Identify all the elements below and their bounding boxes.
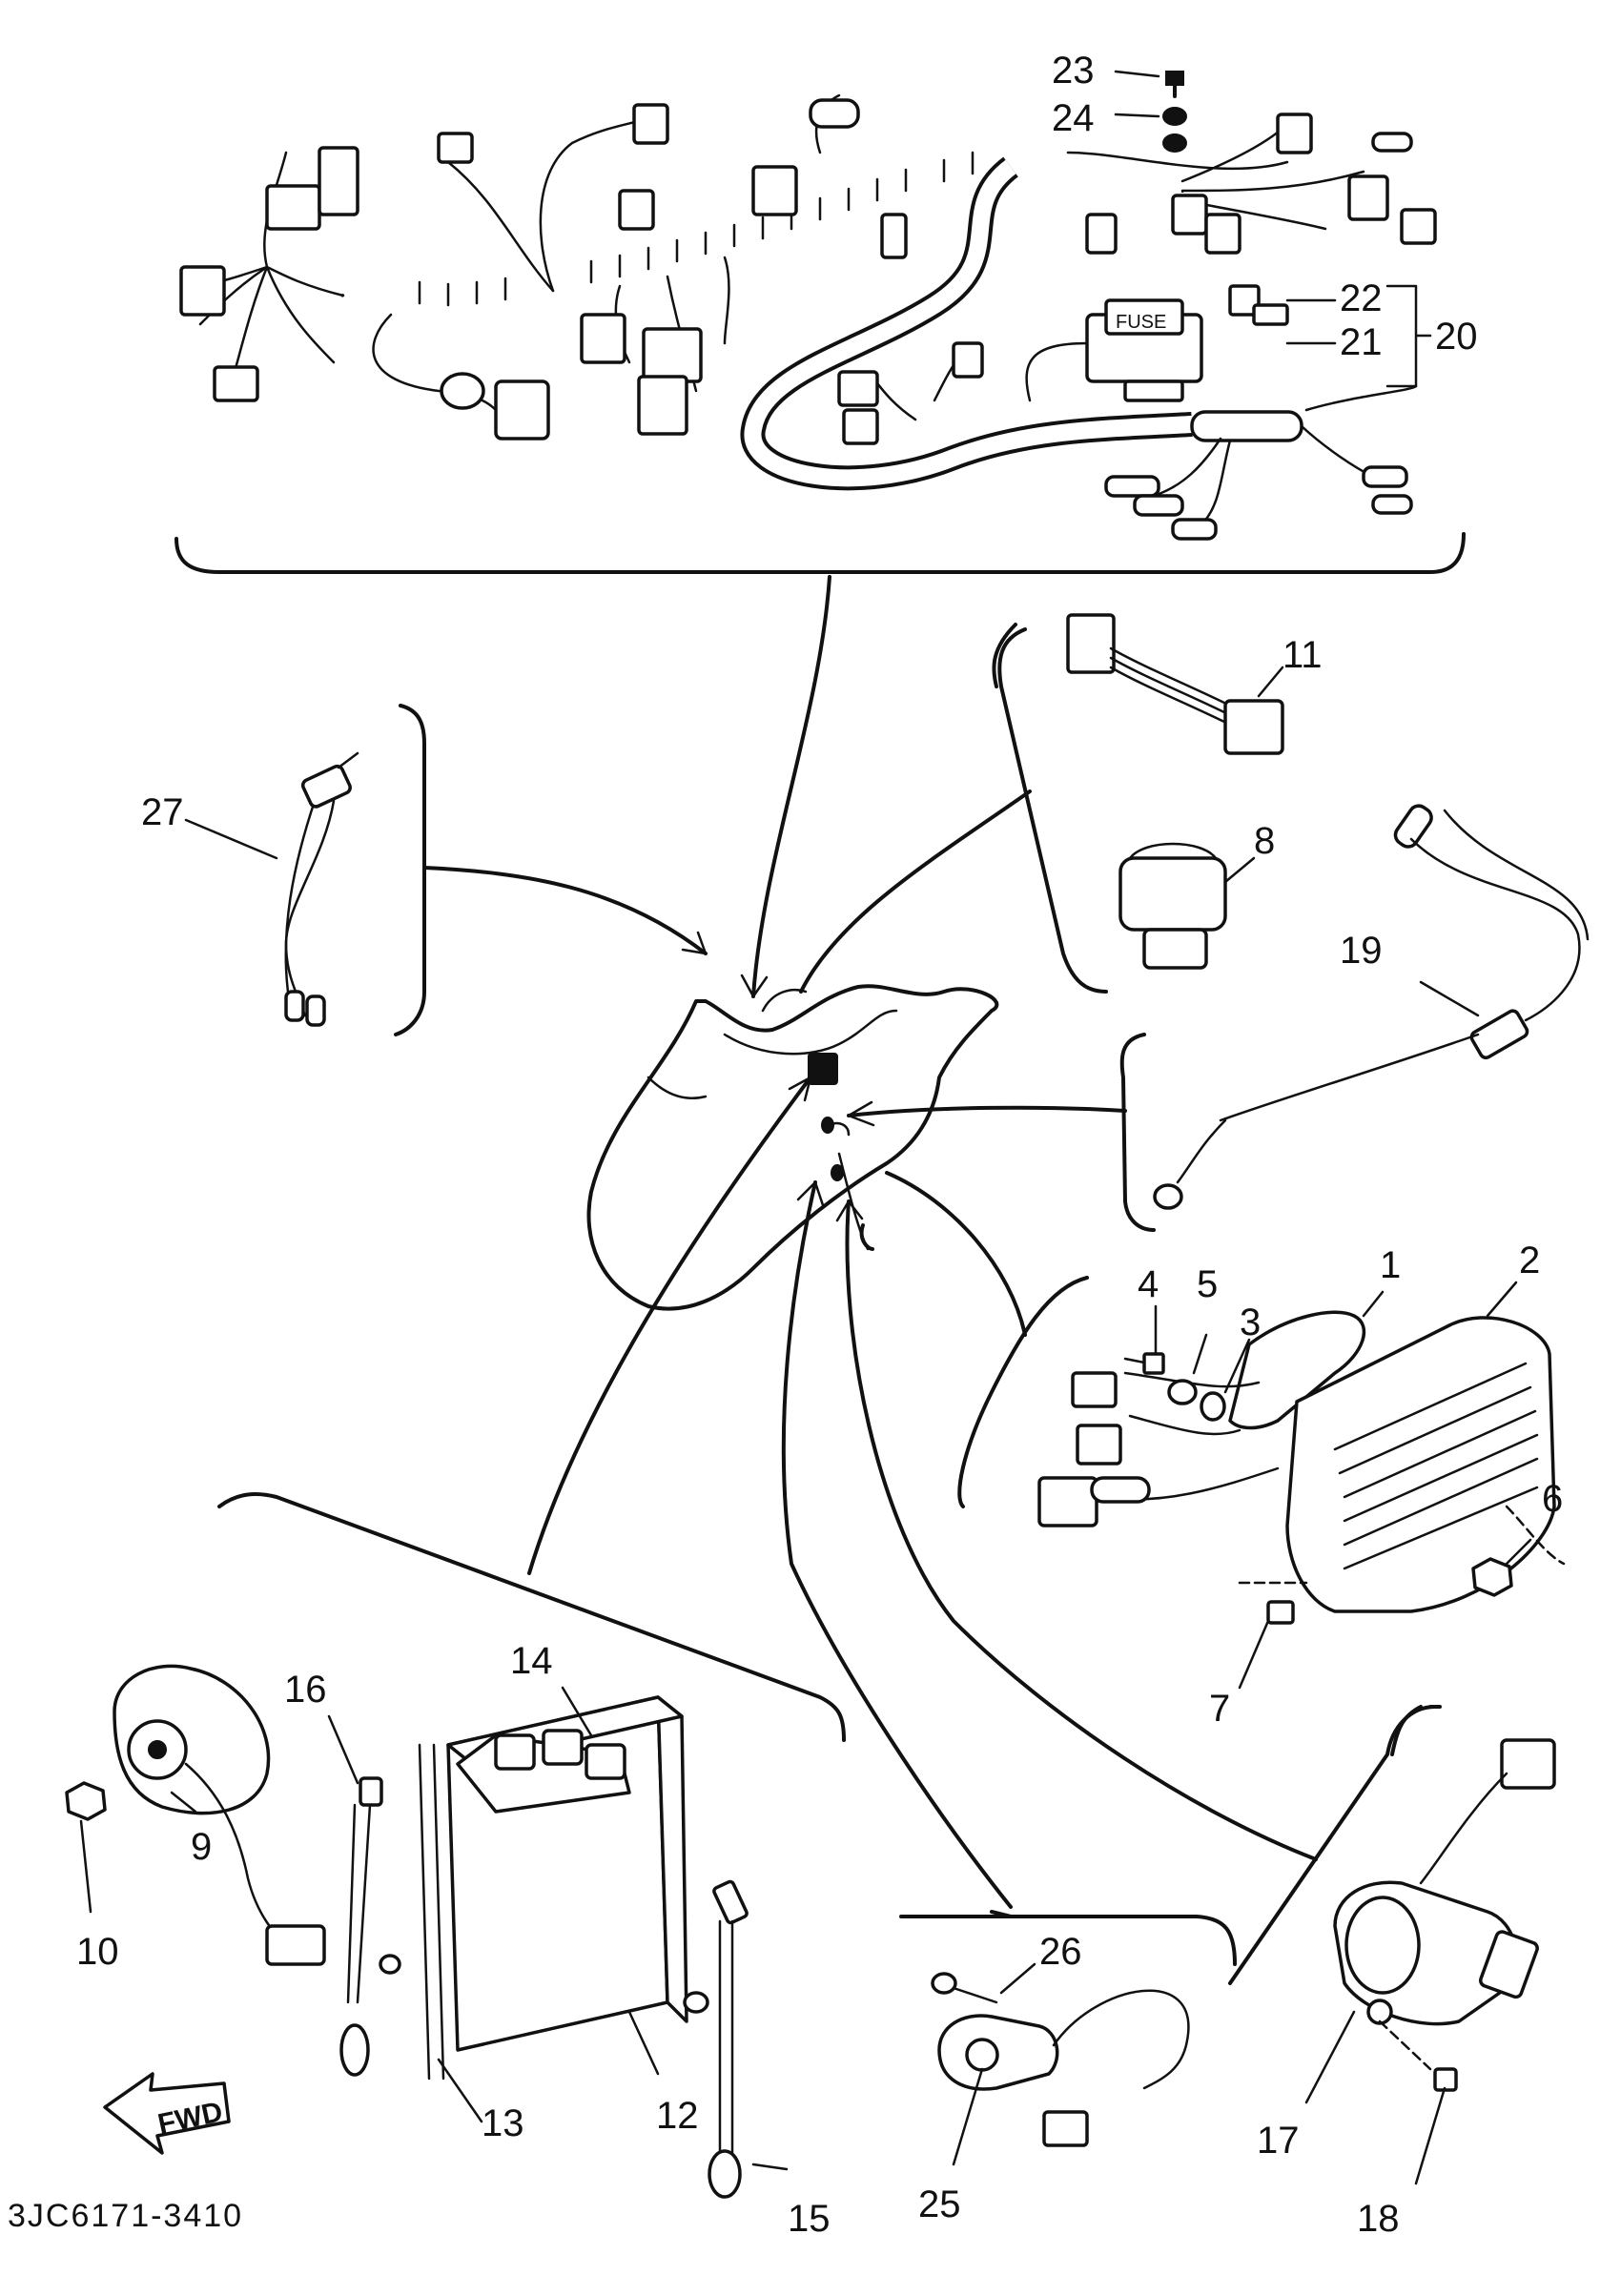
motorcycle-frame-outline: [586, 984, 999, 1311]
leader-lines: [422, 575, 1318, 1909]
callout-23: 23: [1052, 50, 1095, 92]
callout-1: 1: [1380, 1244, 1401, 1286]
callout-11: 11: [1282, 634, 1323, 676]
callout-3: 3: [1240, 1302, 1261, 1343]
callout-25: 25: [918, 2183, 961, 2225]
callout-17: 17: [1257, 2120, 1300, 2162]
callout-22: 22: [1340, 277, 1383, 319]
callout-26: 26: [1039, 1931, 1082, 1973]
junction-square: [808, 1053, 838, 1085]
section-brackets: [992, 623, 1442, 1756]
drawing-code: 3JC6171-3410: [8, 2198, 243, 2234]
rectifier-group-1-7: 1 2 3 4 5 6 7: [957, 1240, 1566, 1730]
callout-2: 2: [1519, 1240, 1540, 1281]
fwd-arrow: FWD: [103, 2072, 231, 2155]
callout-8: 8: [1254, 820, 1275, 862]
sensor-group-25-26: 26 25: [899, 1910, 1237, 2225]
callout-9: 9: [191, 1826, 212, 1868]
ignition-switch-17-18: 18 17: [1228, 1705, 1556, 2240]
neutral-switch-27: 27: [141, 704, 426, 1036]
callout-12: 12: [656, 2095, 699, 2137]
callout-4: 4: [1138, 1263, 1159, 1305]
callout-14: 14: [510, 1640, 553, 1682]
stop-switch-19: 19: [1119, 804, 1590, 1232]
callout-24: 24: [1052, 97, 1095, 139]
harness-bracket: [174, 532, 1466, 574]
battery-group-12-16: 14 12 13 16 15: [217, 1492, 846, 2240]
callout-10: 10: [76, 1931, 119, 1973]
callout-20: 20: [1435, 316, 1478, 358]
callout-21: 21: [1340, 321, 1383, 363]
callout-27: 27: [141, 791, 184, 833]
callout-13: 13: [482, 2102, 524, 2144]
callout-6: 6: [1542, 1478, 1563, 1520]
callout-15: 15: [788, 2198, 831, 2240]
callout-7: 7: [1209, 1688, 1230, 1730]
callout-18: 18: [1357, 2198, 1400, 2240]
wire-harness: FUSE: [179, 71, 1437, 541]
callout-19: 19: [1340, 930, 1383, 972]
harness-callouts: 23 24 22 21 20: [1052, 50, 1478, 412]
relay-group-8-11: 11 8: [997, 613, 1323, 994]
fuse-label: FUSE: [1116, 312, 1166, 333]
main-switch-9-10: 9 10: [65, 1664, 326, 1973]
callout-16: 16: [284, 1669, 327, 1711]
callout-5: 5: [1197, 1263, 1218, 1305]
